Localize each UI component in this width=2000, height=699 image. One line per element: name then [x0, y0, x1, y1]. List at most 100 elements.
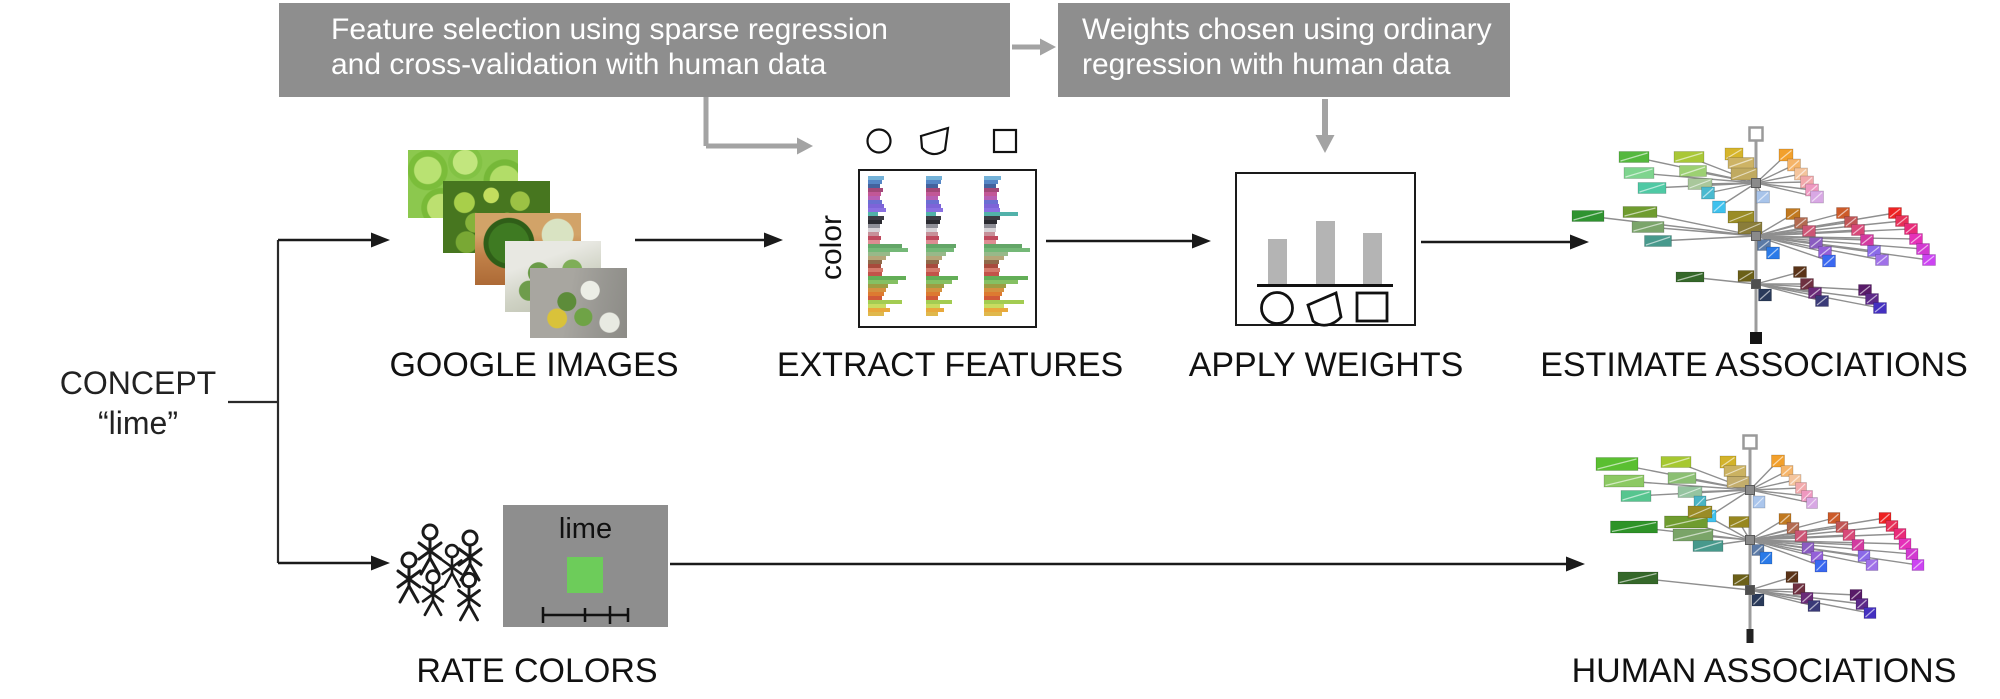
hist-bar [984, 184, 996, 188]
weight-bars-layer [1268, 221, 1382, 284]
color-histogram-col-1 [868, 176, 922, 316]
hist-bar [926, 228, 937, 232]
label-google-images: GOOGLE IMAGES [389, 346, 679, 384]
hist-bar [926, 260, 939, 264]
rating-scale-icon [541, 606, 630, 624]
hist-bar [868, 256, 886, 260]
hist-bar [868, 216, 884, 220]
hist-bar [868, 284, 888, 288]
hist-bar [926, 268, 940, 272]
hist-bar [868, 292, 884, 296]
hist-bar [984, 304, 1004, 308]
hist-bar [868, 276, 906, 280]
weight-bar [1316, 221, 1335, 284]
weights-chosen-box: Weights chosen using ordinary regression… [1058, 3, 1510, 97]
hist-bar [926, 236, 939, 240]
hist-bar [868, 260, 882, 264]
hist-bar [926, 304, 940, 308]
hist-bar [868, 176, 884, 180]
hist-bar [868, 304, 886, 308]
feature-selection-line1: Feature selection using sparse regressio… [331, 13, 888, 46]
hist-bar [868, 252, 890, 256]
hist-bar [926, 196, 938, 200]
hist-bar [984, 204, 999, 208]
hist-bar [868, 180, 882, 184]
hist-bar [926, 264, 938, 268]
hist-bar [926, 292, 940, 296]
hist-bar [868, 244, 902, 248]
hist-bar [926, 256, 942, 260]
hist-bar [868, 220, 882, 224]
hist-bar [868, 264, 881, 268]
hist-bar [868, 212, 878, 216]
weight-shape-icons [1257, 284, 1393, 327]
connector-lines-layer [228, 38, 1589, 572]
hist-bar [868, 300, 902, 304]
hist-bar [984, 296, 1000, 300]
hist-bar [868, 280, 898, 284]
hist-bar [926, 192, 940, 196]
hist-bar [926, 216, 941, 220]
hist-bar [984, 208, 1000, 212]
weights-chosen-line1: Weights chosen using ordinary [1082, 13, 1492, 46]
label-estimate-associations: ESTIMATE ASSOCIATIONS [1540, 346, 1968, 384]
hist-bar [984, 312, 1002, 316]
concept-term: “lime” [98, 405, 178, 441]
hist-bar [984, 236, 998, 240]
hist-bar [868, 228, 880, 232]
stimulus-word: lime [558, 513, 613, 545]
hist-bar [868, 248, 908, 252]
hist-bar [984, 288, 1004, 292]
hist-bar [984, 212, 1018, 216]
hist-bar [926, 220, 940, 224]
hist-bar [868, 204, 884, 208]
hist-bar [984, 272, 999, 276]
hist-bar [926, 244, 956, 248]
label-extract-features: EXTRACT FEATURES [776, 346, 1124, 384]
hist-bar [984, 220, 997, 224]
label-rate-colors: RATE COLORS [416, 652, 658, 690]
hist-bar [984, 248, 1030, 252]
feature-selection-box: Feature selection using sparse regressio… [279, 3, 1010, 97]
hist-bar [926, 200, 939, 204]
hist-bar [868, 192, 881, 196]
color-histogram-col-2 [926, 176, 980, 316]
hist-bar [926, 312, 938, 316]
hist-bar [868, 196, 880, 200]
hist-bar [984, 252, 1008, 256]
weight-bar [1268, 239, 1287, 284]
hist-bar [868, 200, 882, 204]
hist-bar [926, 252, 946, 256]
square-shape-icon [1355, 291, 1389, 323]
hist-bar [868, 308, 890, 312]
hist-bar [984, 280, 1018, 284]
color-histogram-col-3 [984, 176, 1038, 316]
human-associations-tree [1595, 434, 1925, 643]
hist-bar [868, 240, 880, 244]
hist-bar [868, 268, 883, 272]
hist-bar [926, 240, 938, 244]
hist-bar [984, 196, 997, 200]
hist-bar [984, 284, 1006, 288]
circle-shape-icon [1260, 291, 1294, 325]
hist-bar [984, 176, 1001, 180]
hist-bar [868, 184, 880, 188]
hist-bar [868, 208, 886, 212]
label-apply-weights: APPLY WEIGHTS [1188, 346, 1464, 384]
hist-bar [984, 192, 997, 196]
hist-bar [868, 224, 880, 228]
hist-bar [926, 204, 941, 208]
hist-bar [926, 300, 952, 304]
square-shape-icon [992, 128, 1018, 154]
concept-title: CONCEPT [59, 365, 217, 401]
hist-bar [984, 180, 998, 184]
hist-bar [926, 288, 942, 292]
lime-photo-5 [530, 268, 627, 338]
hist-bar [926, 272, 939, 276]
hist-bar [926, 276, 958, 280]
hist-bar [926, 188, 940, 192]
color-swatch [567, 557, 603, 593]
hist-bar [868, 232, 879, 236]
